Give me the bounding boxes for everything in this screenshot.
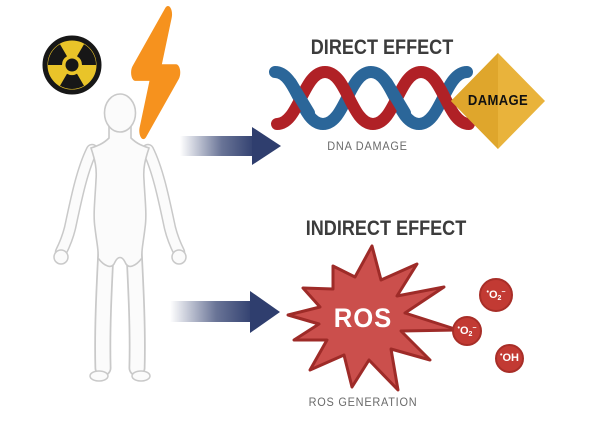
indirect-effect-title: INDIRECT EFFECT — [305, 217, 467, 240]
ros-star-label: ROS — [333, 303, 393, 333]
ros-starburst-icon — [286, 244, 460, 392]
damage-diamond-label: DAMAGE — [467, 93, 529, 109]
superoxide-formula: •O2− — [486, 288, 506, 302]
human-figure-icon — [53, 93, 187, 382]
dna-damage-caption: DNA DAMAGE — [327, 141, 408, 153]
superoxide-formula: •O2− — [457, 324, 477, 338]
radiation-hazard-icon — [42, 35, 102, 95]
ros-generation-caption: ROS GENERATION — [308, 397, 418, 409]
ros-species-hydroxyl: •OH — [495, 344, 524, 373]
hydroxyl-formula: •OH — [500, 352, 519, 364]
arrow-right-icon — [180, 127, 281, 165]
damage-diamond-icon — [451, 53, 545, 149]
dna-double-helix-icon — [269, 65, 475, 131]
arrow-right-icon — [170, 291, 280, 333]
ros-species-superoxide: •O2− — [479, 278, 513, 312]
lightning-bolt-icon — [131, 5, 181, 140]
ros-species-superoxide: •O2− — [452, 316, 482, 346]
direct-effect-title: DIRECT EFFECT — [310, 36, 454, 59]
